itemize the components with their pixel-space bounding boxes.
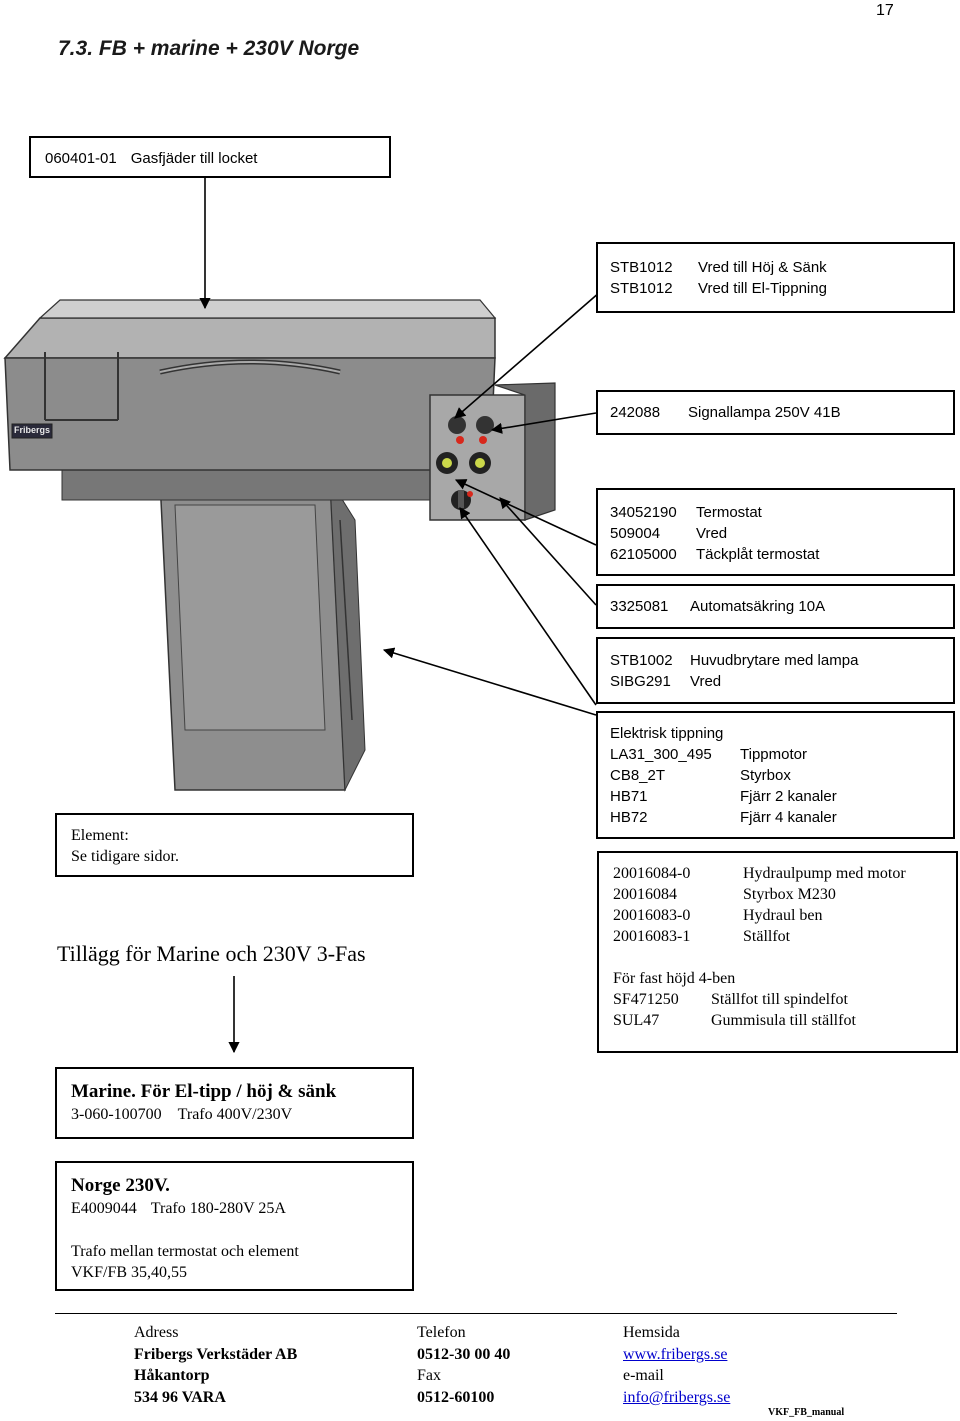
part-desc: Hydraulpump med motor: [743, 865, 906, 882]
machine-tub: [3, 299, 497, 471]
part-desc: Termostat: [696, 504, 762, 521]
address-street: Håkantorp: [134, 1367, 210, 1384]
email-link[interactable]: info@fribergs.se: [623, 1388, 731, 1406]
part-desc: Ställfot till spindelfot: [711, 991, 848, 1008]
address-city: 534 96 VARA: [134, 1388, 226, 1406]
part-code: STB1012: [610, 280, 673, 297]
norway-line4: VKF/FB 35,40,55: [71, 1264, 188, 1281]
footer-web: Hemsida www.fribergs.se e-mail info@frib…: [623, 1322, 730, 1408]
part-code: SIBG291: [610, 673, 671, 690]
phone-number: 0512-30 00 40: [417, 1345, 511, 1363]
part-desc: Styrbox: [740, 767, 791, 784]
thermostat-box: 34052190 Termostat 509004 Vred 62105000 Täc…: [596, 488, 955, 576]
footer-divider: [55, 1313, 897, 1314]
fuse-box: 3325081 Automatsäkring 10A: [596, 584, 955, 629]
page-title: 7.3. FB + marine + 230V Norge: [58, 37, 360, 60]
box-title: Elektrisk tippning: [610, 725, 724, 742]
part-desc: Trafo 180-280V 25A: [150, 1200, 286, 1217]
part-code: 3-060-100700: [71, 1106, 162, 1123]
gas-spring-box: 060401-01 Gasfjäder till locket: [29, 136, 391, 178]
part-code: SF471250: [613, 991, 679, 1008]
part-code: E4009044: [71, 1200, 137, 1217]
part-desc: Tippmotor: [740, 746, 807, 763]
fribergs-logo: Fribergs: [14, 425, 51, 435]
part-code: LA31_300_495: [610, 746, 712, 763]
part-desc: Täckplåt termostat: [696, 546, 820, 563]
part-code: 20016084: [613, 886, 677, 903]
part-code: 20016083-1: [613, 928, 691, 945]
part-code: 20016084-0: [613, 865, 691, 882]
part-desc: Trafo 400V/230V: [177, 1106, 293, 1123]
part-desc: Gummisula till ställfot: [711, 1012, 856, 1029]
norway-title: Norge 230V.: [71, 1175, 170, 1196]
part-code: HB72: [610, 809, 648, 826]
part-code: 62105000: [610, 546, 677, 563]
page-number: 17: [876, 2, 894, 19]
element-line1: Element:: [71, 827, 129, 844]
part-code: HB71: [610, 788, 648, 805]
part-code: 242088: [610, 404, 661, 421]
element-line2: Se tidigare sidor.: [71, 848, 179, 865]
footer-label: Hemsida: [623, 1324, 680, 1341]
footer-address: Adress Fribergs Verkstäder AB Håkantorp …: [134, 1322, 297, 1408]
company-name: Fribergs Verkstäder AB: [134, 1345, 298, 1363]
part-desc: Huvudbrytare med lampa: [690, 652, 859, 669]
electric-tipping-box: Elektrisk tippning LA31_300_495 Tippmotor…: [596, 711, 955, 839]
part-desc: Hydraul ben: [743, 907, 823, 924]
part-desc: Styrbox M230: [743, 886, 836, 903]
part-desc: Fjärr 2 kanaler: [740, 788, 837, 805]
part-code: 34052190: [610, 504, 677, 521]
part-desc: Vred: [690, 673, 722, 690]
part-code: 060401-01: [45, 150, 117, 167]
part-code: 20016083-0: [613, 907, 691, 924]
footer-phone: Telefon 0512-30 00 40 Fax 0512-60100: [417, 1322, 510, 1408]
part-code: STB1012: [610, 259, 673, 276]
footer-label: e-mail: [623, 1367, 664, 1384]
doc-ref: VKF_FB_manual: [768, 1407, 845, 1418]
part-desc: Automatsäkring 10A: [690, 598, 826, 615]
part-desc: Vred: [696, 525, 728, 542]
website-link[interactable]: www.fribergs.se: [623, 1345, 728, 1363]
part-desc: Gasfjäder till locket: [130, 150, 258, 167]
box-subtitle: För fast höjd 4-ben: [613, 970, 736, 987]
fax-number: 0512-60100: [417, 1388, 495, 1406]
footer-label: Adress: [134, 1324, 179, 1341]
signal-lamp-box: 242088 Signallampa 250V 41B: [596, 390, 955, 435]
footer-label: Fax: [417, 1367, 441, 1384]
marine-box: Marine. För El-tipp / höj & sänk 3-060-1…: [55, 1067, 414, 1139]
part-code: 509004: [610, 525, 661, 542]
part-desc: Fjärr 4 kanaler: [740, 809, 837, 826]
part-desc: Signallampa 250V 41B: [688, 404, 841, 421]
part-desc: Ställfot: [743, 928, 791, 945]
marine-title: Marine. För El-tipp / höj & sänk: [71, 1081, 337, 1102]
part-desc: Vred till Höj & Sänk: [698, 259, 827, 276]
norway-line3: Trafo mellan termostat och element: [71, 1243, 299, 1260]
hydraulic-box: 20016084-0 Hydraulpump med motor 20016084…: [597, 851, 958, 1053]
norway-box: Norge 230V. E4009044 Trafo 180-280V 25A T…: [55, 1161, 414, 1291]
footer-label: Telefon: [417, 1324, 466, 1341]
main-switch-box: STB1002 Huvudbrytare med lampa SIBG291 Vre…: [596, 637, 955, 704]
callout-arrows: [199, 178, 601, 1054]
part-code: STB1002: [610, 652, 673, 669]
element-box: Element: Se tidigare sidor.: [55, 813, 414, 877]
part-code: CB8_2T: [610, 767, 666, 784]
part-desc: Vred till El-Tippning: [698, 280, 827, 297]
machine-stand: [61, 469, 431, 792]
addition-title: Tillägg för Marine och 230V 3-Fas: [57, 941, 366, 966]
part-code: 3325081: [610, 598, 669, 615]
control-panel: [429, 382, 556, 521]
part-code: SUL47: [613, 1012, 660, 1029]
